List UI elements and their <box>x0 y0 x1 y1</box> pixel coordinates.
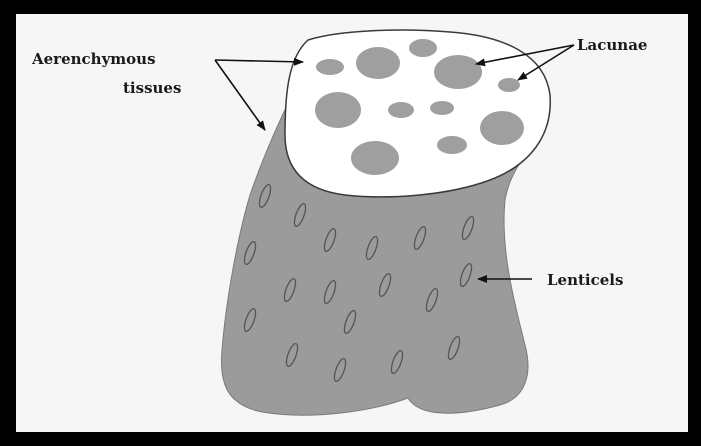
lacuna <box>315 92 361 128</box>
lacuna <box>430 101 454 115</box>
lacuna <box>409 39 437 57</box>
lenticels-label: Lenticels <box>547 271 623 289</box>
aerenchymous-label-line2: tissues <box>123 79 181 97</box>
lacuna <box>480 111 524 145</box>
lacuna <box>437 136 467 154</box>
lacuna <box>434 55 482 89</box>
aerenchymous-label-line1: Aerenchymous <box>31 50 156 68</box>
lacuna <box>316 59 344 75</box>
lacuna <box>356 47 400 79</box>
lacuna <box>351 141 399 175</box>
lacunae-label: Lacunae <box>577 36 647 54</box>
lacuna <box>388 102 414 118</box>
lacuna <box>498 78 520 92</box>
